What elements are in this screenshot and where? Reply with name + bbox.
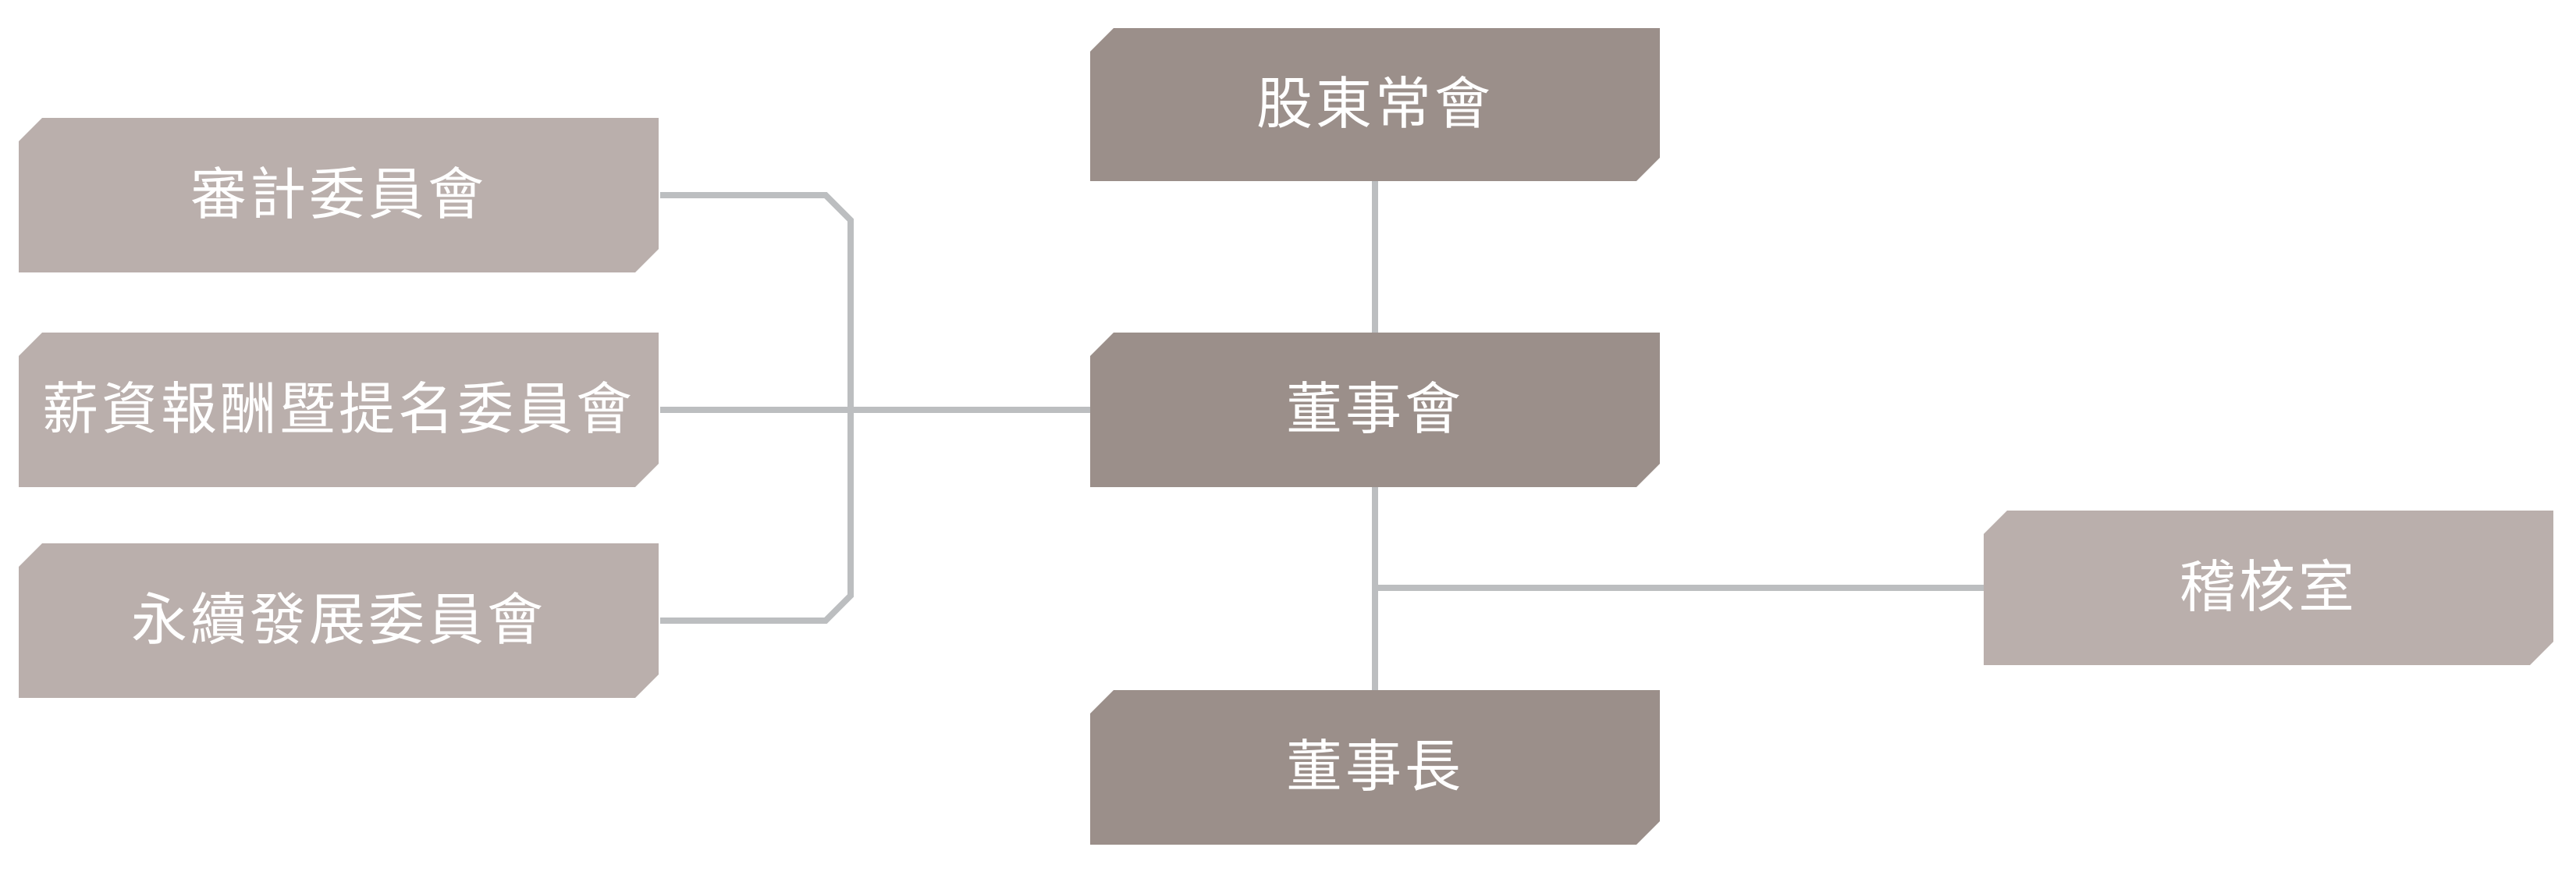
- node-shareholders-meeting: 股東常會: [1090, 28, 1660, 181]
- node-audit-office-label: 稽核室: [2179, 557, 2357, 619]
- node-shareholders-meeting-label: 股東常會: [1256, 73, 1494, 136]
- node-audit-committee-label: 審計委員會: [190, 164, 487, 226]
- node-compensation-nomination-committee-label: 薪資報酬暨提名委員會: [41, 379, 635, 441]
- node-compensation-nomination-committee: 薪資報酬暨提名委員會: [19, 333, 659, 487]
- node-sustainability-committee-label: 永續發展委員會: [130, 589, 546, 652]
- node-audit-committee: 審計委員會: [19, 118, 659, 272]
- node-board-of-directors-label: 董事會: [1285, 379, 1464, 441]
- node-sustainability-committee: 永續發展委員會: [19, 543, 659, 698]
- node-board-of-directors: 董事會: [1090, 333, 1660, 487]
- node-chairman-label: 董事長: [1285, 736, 1464, 799]
- node-audit-office: 稽核室: [1984, 511, 2553, 665]
- node-chairman: 董事長: [1090, 690, 1660, 845]
